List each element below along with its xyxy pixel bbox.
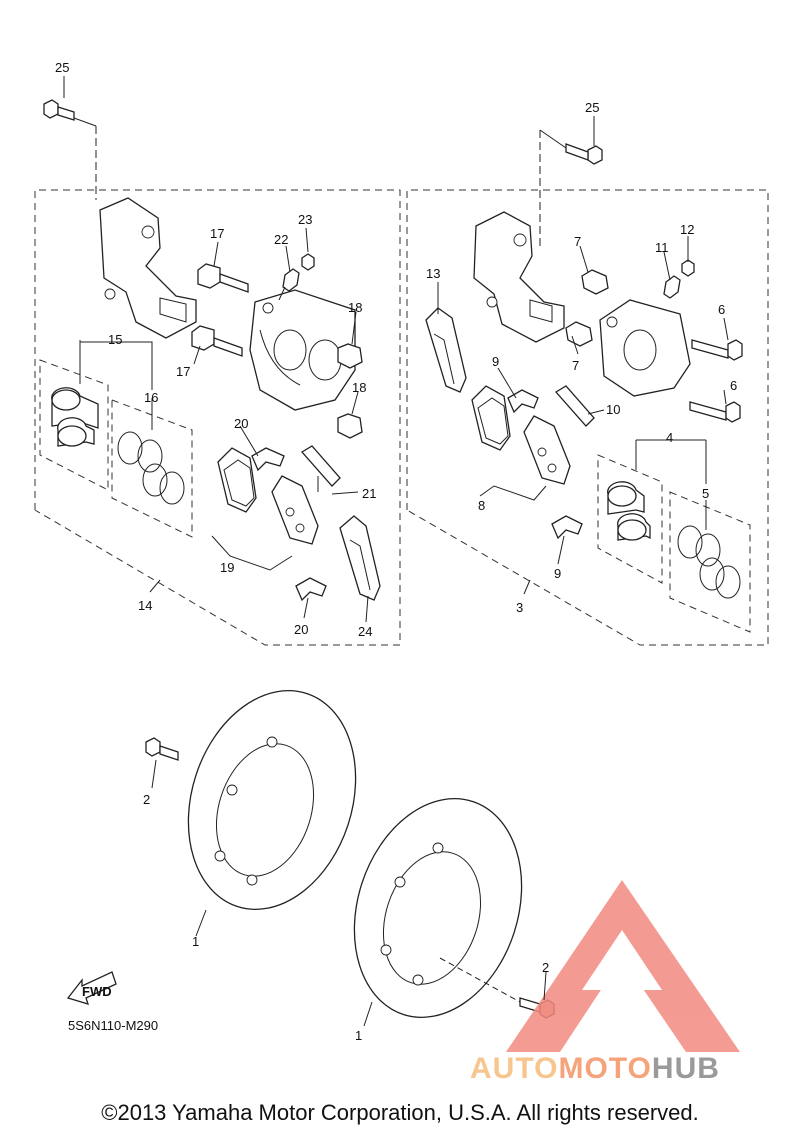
callout-2-lower-bolt: 2: [542, 960, 549, 975]
watermark-part-auto: AUTO: [470, 1052, 559, 1085]
callout-22: 22: [274, 232, 288, 247]
callout-7-lower: 7: [572, 358, 579, 373]
caliper-bolt-left: [43, 99, 97, 200]
callout-6-upper: 6: [718, 302, 725, 317]
callout-20-lower: 20: [294, 622, 308, 637]
callout-17-upper: 17: [210, 226, 224, 241]
callout-18-upper: 18: [348, 300, 362, 315]
callout-10: 10: [606, 402, 620, 417]
callout-9-lower: 9: [554, 566, 561, 581]
fwd-label: FWD: [82, 984, 112, 999]
callout-15: 15: [108, 332, 122, 347]
callout-20-upper: 20: [234, 416, 248, 431]
watermark-wordmark: AUTOMOTOHUB: [470, 1052, 720, 1086]
callout-23: 23: [298, 212, 312, 227]
brake-pad-right-b: [523, 415, 571, 485]
brake-disc-upper: [187, 690, 357, 910]
callout-3: 3: [516, 600, 523, 615]
callout-25-right: 25: [585, 100, 599, 115]
pistons-right: [607, 481, 651, 541]
pin-boot-right-lower: [565, 321, 593, 347]
callout-14: 14: [138, 598, 152, 613]
left-caliper-assembly-outline: [34, 189, 401, 646]
callout-1-lower-disc: 1: [355, 1028, 362, 1043]
caliper-body-right: [599, 299, 691, 397]
brake-pad-left-a: [217, 447, 257, 513]
callout-16: 16: [144, 390, 158, 405]
pad-clip-lower-left: [295, 577, 327, 602]
part-code-label: 5S6N110-M290: [68, 1018, 159, 1033]
pin-boot-upper: [337, 343, 363, 369]
forward-direction-arrow: FWD: [66, 971, 117, 1005]
disc-bolt-upper: [145, 737, 179, 761]
callout-1-upper-disc: 1: [192, 934, 199, 949]
bleed-screw-left: [278, 253, 315, 301]
slide-pin-right-upper: [691, 339, 743, 361]
callout-13: 13: [426, 266, 440, 281]
caliper-body-left: [249, 289, 356, 411]
callout-labels: 1 1 2 2 3 4 5 6 6 7 7 8 9 9 10 11 12 13 …: [55, 60, 737, 1043]
brake-disc-lower: [353, 798, 523, 1018]
callout-19: 19: [220, 560, 234, 575]
caliper-bracket-right: [473, 211, 565, 343]
piston-seals-left: [117, 431, 185, 505]
callout-5: 5: [702, 486, 709, 501]
pistons-left: [51, 387, 99, 447]
pad-clip-lower-right: [551, 515, 583, 540]
right-caliper-assembly-outline: [406, 189, 769, 646]
callout-11: 11: [655, 240, 669, 255]
pad-clip-upper-left: [251, 447, 285, 472]
callout-2-upper-bolt: 2: [143, 792, 150, 807]
callout-25-left: 25: [55, 60, 69, 75]
brake-pad-right-a: [471, 385, 511, 451]
watermark-logo: [506, 880, 740, 1052]
pin-boot-right-upper: [581, 269, 609, 295]
bleed-screw-right: [663, 259, 695, 299]
caliper-bolt-right: [539, 129, 603, 250]
callout-6-lower: 6: [730, 378, 737, 393]
pad-spring-left: [300, 445, 341, 492]
callout-17-lower: 17: [176, 364, 190, 379]
callout-21: 21: [362, 486, 376, 501]
callout-4: 4: [666, 430, 673, 445]
piston-seals-right: [677, 525, 741, 599]
callout-18-lower: 18: [352, 380, 366, 395]
slide-pin-right-lower: [689, 401, 741, 423]
callout-8: 8: [478, 498, 485, 513]
watermark-part-hub: HUB: [651, 1052, 720, 1085]
leader-lines: [63, 76, 729, 1027]
pad-shim-left: [339, 515, 381, 601]
slide-pin-upper: [197, 263, 249, 293]
brake-pad-left-b: [271, 475, 319, 545]
callout-24: 24: [358, 624, 372, 639]
slide-pin-lower: [191, 325, 243, 357]
callout-7-upper: 7: [574, 234, 581, 249]
pad-spring-right: [554, 385, 595, 427]
pin-boot-lower: [337, 413, 363, 439]
callout-9-upper: 9: [492, 354, 499, 369]
caliper-bracket-left: [99, 197, 197, 339]
watermark-part-moto: MOTO: [558, 1052, 652, 1085]
pad-clip-upper-right: [507, 389, 539, 414]
copyright-notice: ©2013 Yamaha Motor Corporation, U.S.A. A…: [101, 1100, 699, 1125]
pad-shim-right: [425, 307, 467, 393]
callout-12: 12: [680, 222, 694, 237]
